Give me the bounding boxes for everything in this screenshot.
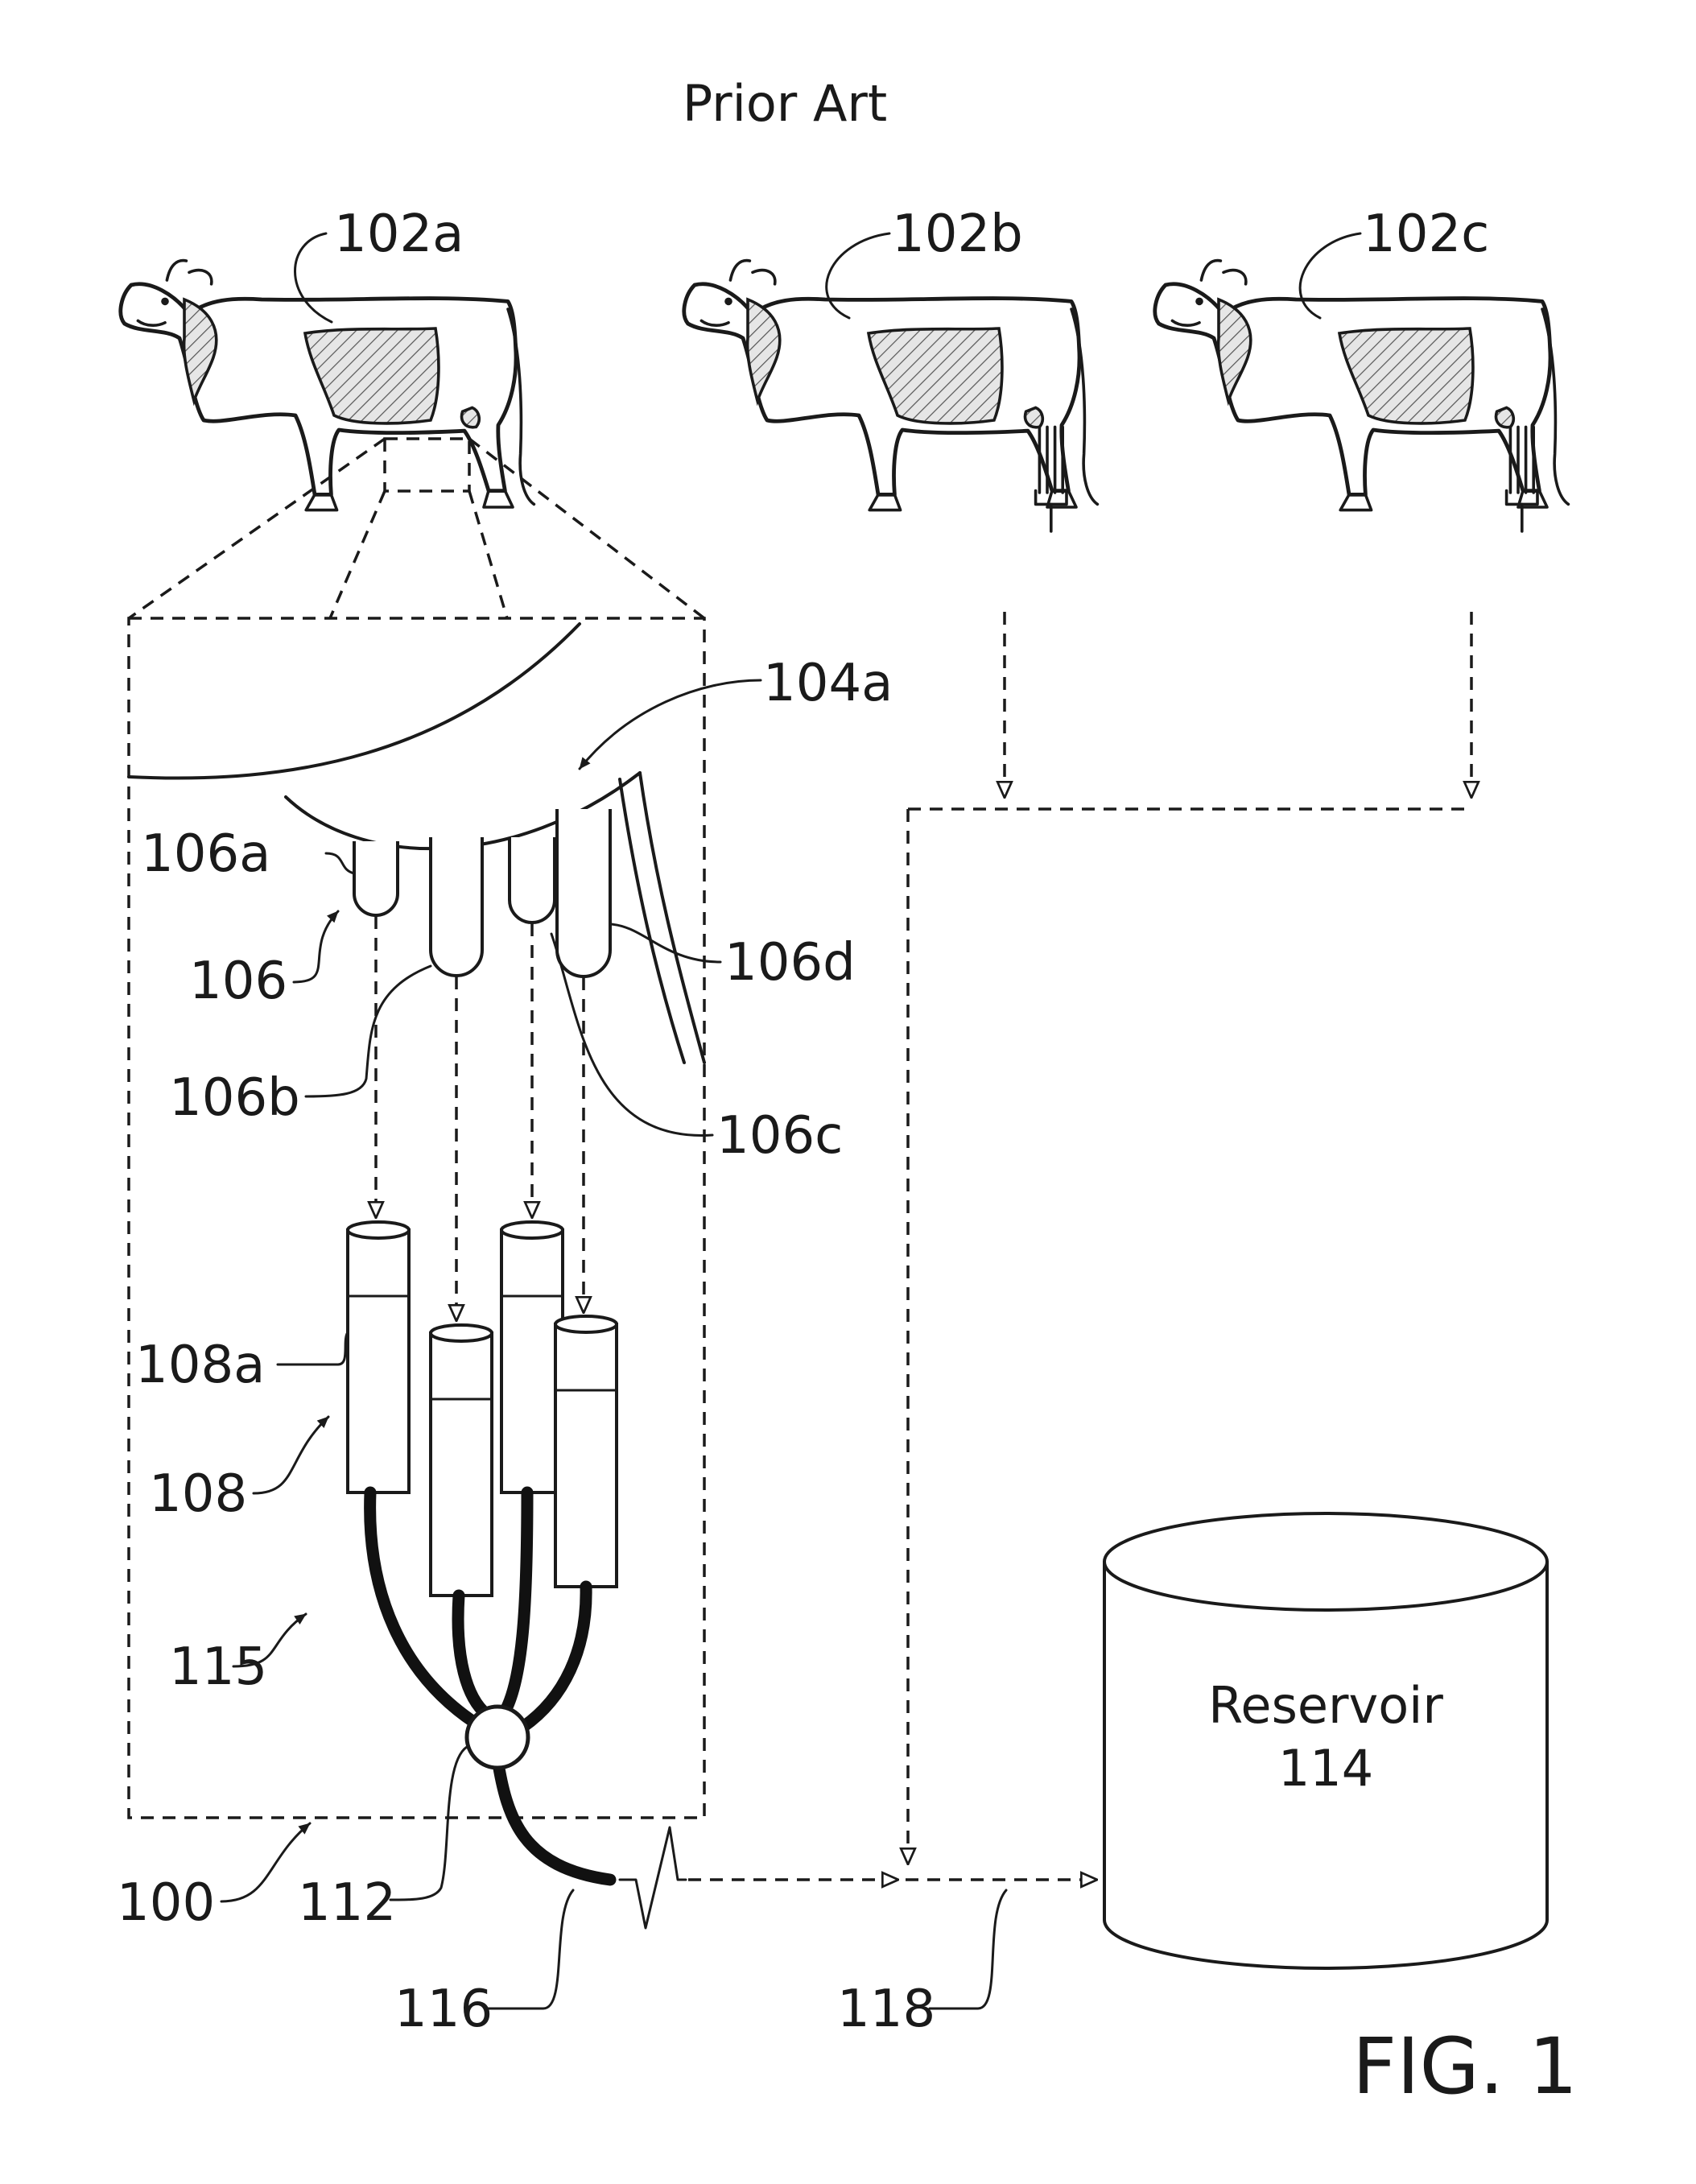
label-teats: 106 <box>189 952 287 1011</box>
cow-icon-a <box>121 261 534 510</box>
leader-106a <box>326 853 354 873</box>
leader-108a <box>278 1332 348 1364</box>
figure-header: Prior Art <box>683 74 887 133</box>
leader-102a <box>295 233 332 322</box>
label-udder: 104a <box>763 654 893 713</box>
cow-icon-b <box>684 261 1098 531</box>
cow-icon-c <box>1155 261 1569 531</box>
reservoir-number: 114 <box>1278 1739 1373 1798</box>
teat-cup-icon-d <box>555 1316 617 1587</box>
label-claw: 112 <box>298 1873 396 1933</box>
teat-cup-icon-c <box>501 1222 563 1492</box>
break-symbol <box>620 1827 686 1928</box>
label-cow-a: 102a <box>334 204 464 264</box>
teats <box>354 809 610 976</box>
label-system: 100 <box>117 1873 215 1933</box>
leader-108 <box>254 1417 328 1493</box>
leader-100 <box>221 1823 310 1901</box>
label-milk-line: 116 <box>394 1980 493 2039</box>
label-cups: 108 <box>149 1464 247 1524</box>
figure-caption: FIG. 1 <box>1352 2021 1578 2112</box>
zoom-projection-lines <box>129 439 704 618</box>
label-cow-b: 102b <box>892 204 1023 264</box>
leader-106b <box>306 966 431 1096</box>
leader-102c <box>1300 233 1360 318</box>
leader-118 <box>930 1890 1006 2009</box>
milk-line <box>497 1759 610 1880</box>
label-cup-a: 108a <box>135 1336 265 1395</box>
label-teat-b: 106b <box>169 1068 300 1128</box>
leader-104a <box>580 680 761 769</box>
label-cow-c: 102c <box>1363 204 1489 264</box>
label-teat-d: 106d <box>724 933 856 993</box>
leader-112 <box>390 1747 467 1900</box>
label-teat-c: 106c <box>716 1106 843 1166</box>
leader-106 <box>294 911 338 982</box>
leader-116 <box>487 1890 573 2009</box>
label-flow-line: 118 <box>837 1980 935 2039</box>
teat-cup-icon-b <box>431 1325 492 1596</box>
label-teat-a: 106a <box>141 824 270 884</box>
leader-102b <box>827 233 889 318</box>
reservoir-name: Reservoir <box>1208 1676 1443 1735</box>
zoom-source-box <box>385 439 469 491</box>
claw-icon <box>467 1707 528 1768</box>
label-hoses: 115 <box>169 1637 267 1697</box>
teat-cup-icon-a <box>348 1222 409 1492</box>
